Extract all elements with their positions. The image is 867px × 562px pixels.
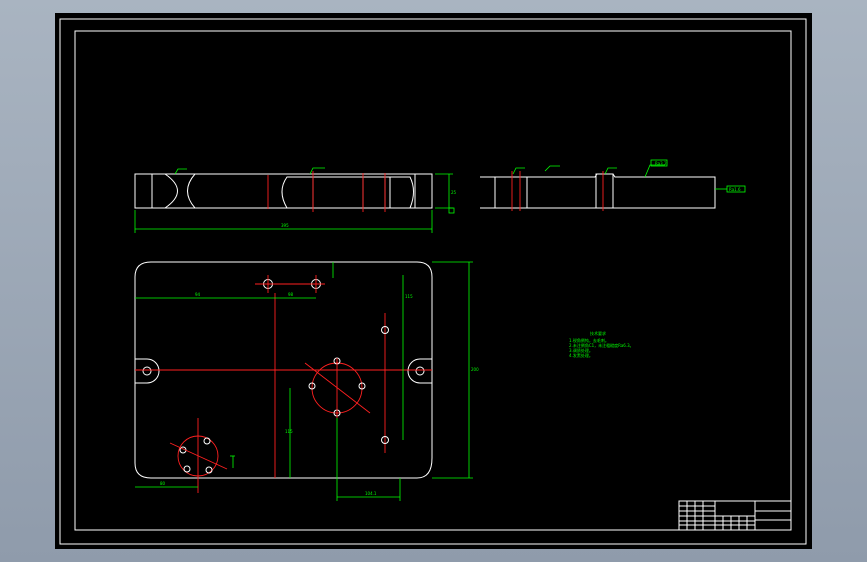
cad-drawing: 395 25 Ra3.2 Ra1.6 — [59, 18, 807, 545]
notes-line-3: 3.调质处理。 — [569, 347, 593, 353]
dim-plan-f: 104.1 — [365, 491, 377, 496]
dim-plan-a: 94 — [195, 292, 201, 297]
dim-plan-height: 200 — [471, 367, 479, 372]
dim-plan-e: 80 — [160, 481, 166, 486]
notes-title: 技术要求 — [590, 330, 606, 336]
notes-line-2: 2.未注倒角C1，未注粗糙度Ra6.3。 — [569, 342, 634, 348]
ra-callout-1: Ra3.2 — [655, 161, 667, 166]
dim-plan-b: 98 — [288, 292, 294, 297]
outer-frame — [59, 18, 807, 545]
title-block — [678, 500, 792, 531]
inner-frame — [74, 30, 792, 531]
plan-view: 200 115 94 98 115 104.1 80 — [134, 261, 479, 501]
dim-front-height: 25 — [451, 190, 457, 195]
dim-plan-d: 115 — [285, 429, 293, 434]
notes-line-1: 1.锐角倒钝，去毛刺。 — [569, 337, 609, 343]
dim-plan-c: 115 — [405, 294, 413, 299]
side-section-view: Ra3.2 Ra1.6 — [480, 159, 746, 211]
front-section-view: 395 25 — [134, 167, 457, 233]
drawing-sheet: 395 25 Ra3.2 Ra1.6 — [55, 13, 812, 549]
dim-front-length: 395 — [281, 223, 289, 228]
notes-line-4: 4.发黑处理。 — [569, 352, 593, 358]
ra-callout-2: Ra1.6 — [729, 187, 741, 192]
technical-notes: 技术要求 1.锐角倒钝，去毛刺。 2.未注倒角C1，未注粗糙度Ra6.3。 3.… — [569, 330, 634, 358]
